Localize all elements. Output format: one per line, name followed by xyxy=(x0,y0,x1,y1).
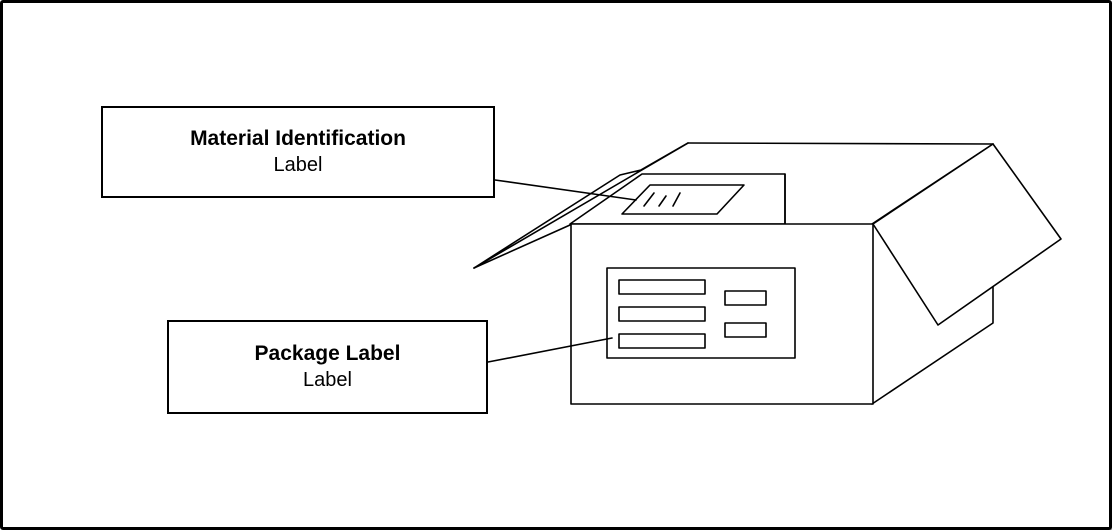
box-left-flap xyxy=(473,142,689,269)
package-label-subtitle: Label xyxy=(303,369,352,391)
box-back-rim xyxy=(687,142,994,145)
material-identification-callout: Material Identification Label xyxy=(101,106,495,198)
material-identification-title: Material Identification xyxy=(190,127,406,150)
package-label-panel xyxy=(606,267,796,359)
box-left-flap-edge xyxy=(473,224,571,269)
package-label-lines xyxy=(618,279,767,349)
material-identification-tag xyxy=(621,184,745,215)
package-label-callout: Package Label Label xyxy=(167,320,488,414)
material-identification-subtitle: Label xyxy=(273,154,323,176)
material-tag-marks xyxy=(643,192,681,207)
box-right-flap xyxy=(872,143,1062,326)
package-leader-line xyxy=(487,337,613,363)
material-leader-line xyxy=(494,179,637,201)
package-label-title: Package Label xyxy=(254,342,401,365)
open-box-illustration xyxy=(473,142,1062,405)
